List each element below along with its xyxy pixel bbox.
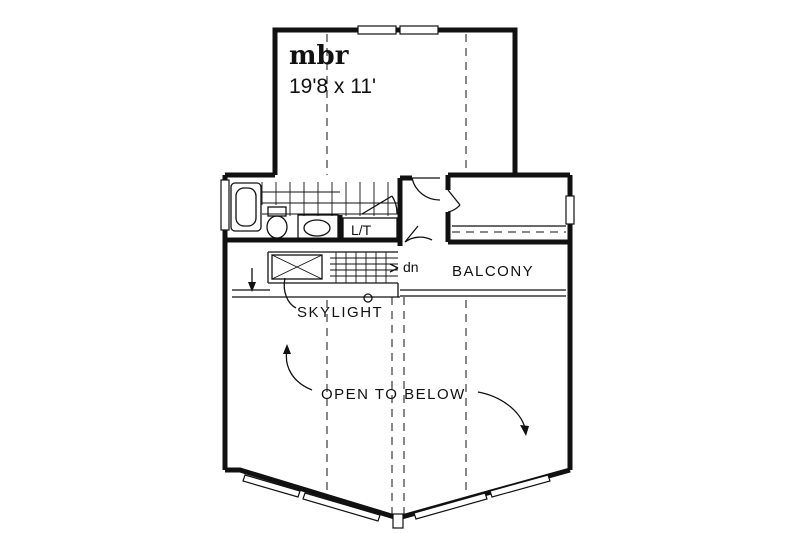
hall-doors [400,175,570,245]
balcony-railing [363,283,566,303]
master-bedroom-walls [225,27,518,178]
skylight-leader [283,277,297,309]
balcony-label: BALCONY [452,263,534,280]
linen-toilet-label: L/T [351,222,372,238]
skylight-icon [271,254,323,280]
stair [232,251,400,298]
mbr-label: mbr [289,41,349,71]
mbr-windows [357,25,439,35]
east-window [565,195,575,225]
mbr-dimensions: 19'8 x 11' [289,75,376,98]
open-to-below-arrows [283,344,529,436]
stair-down-label: dn [403,259,419,275]
open-to-below-label: OPEN TO BELOW [321,386,466,403]
bathroom [220,178,403,246]
bottom-windows [242,474,551,529]
skylight-label: SKYLIGHT [297,304,383,321]
bath-tile-floor [261,182,398,216]
ridge-lines [326,34,467,515]
